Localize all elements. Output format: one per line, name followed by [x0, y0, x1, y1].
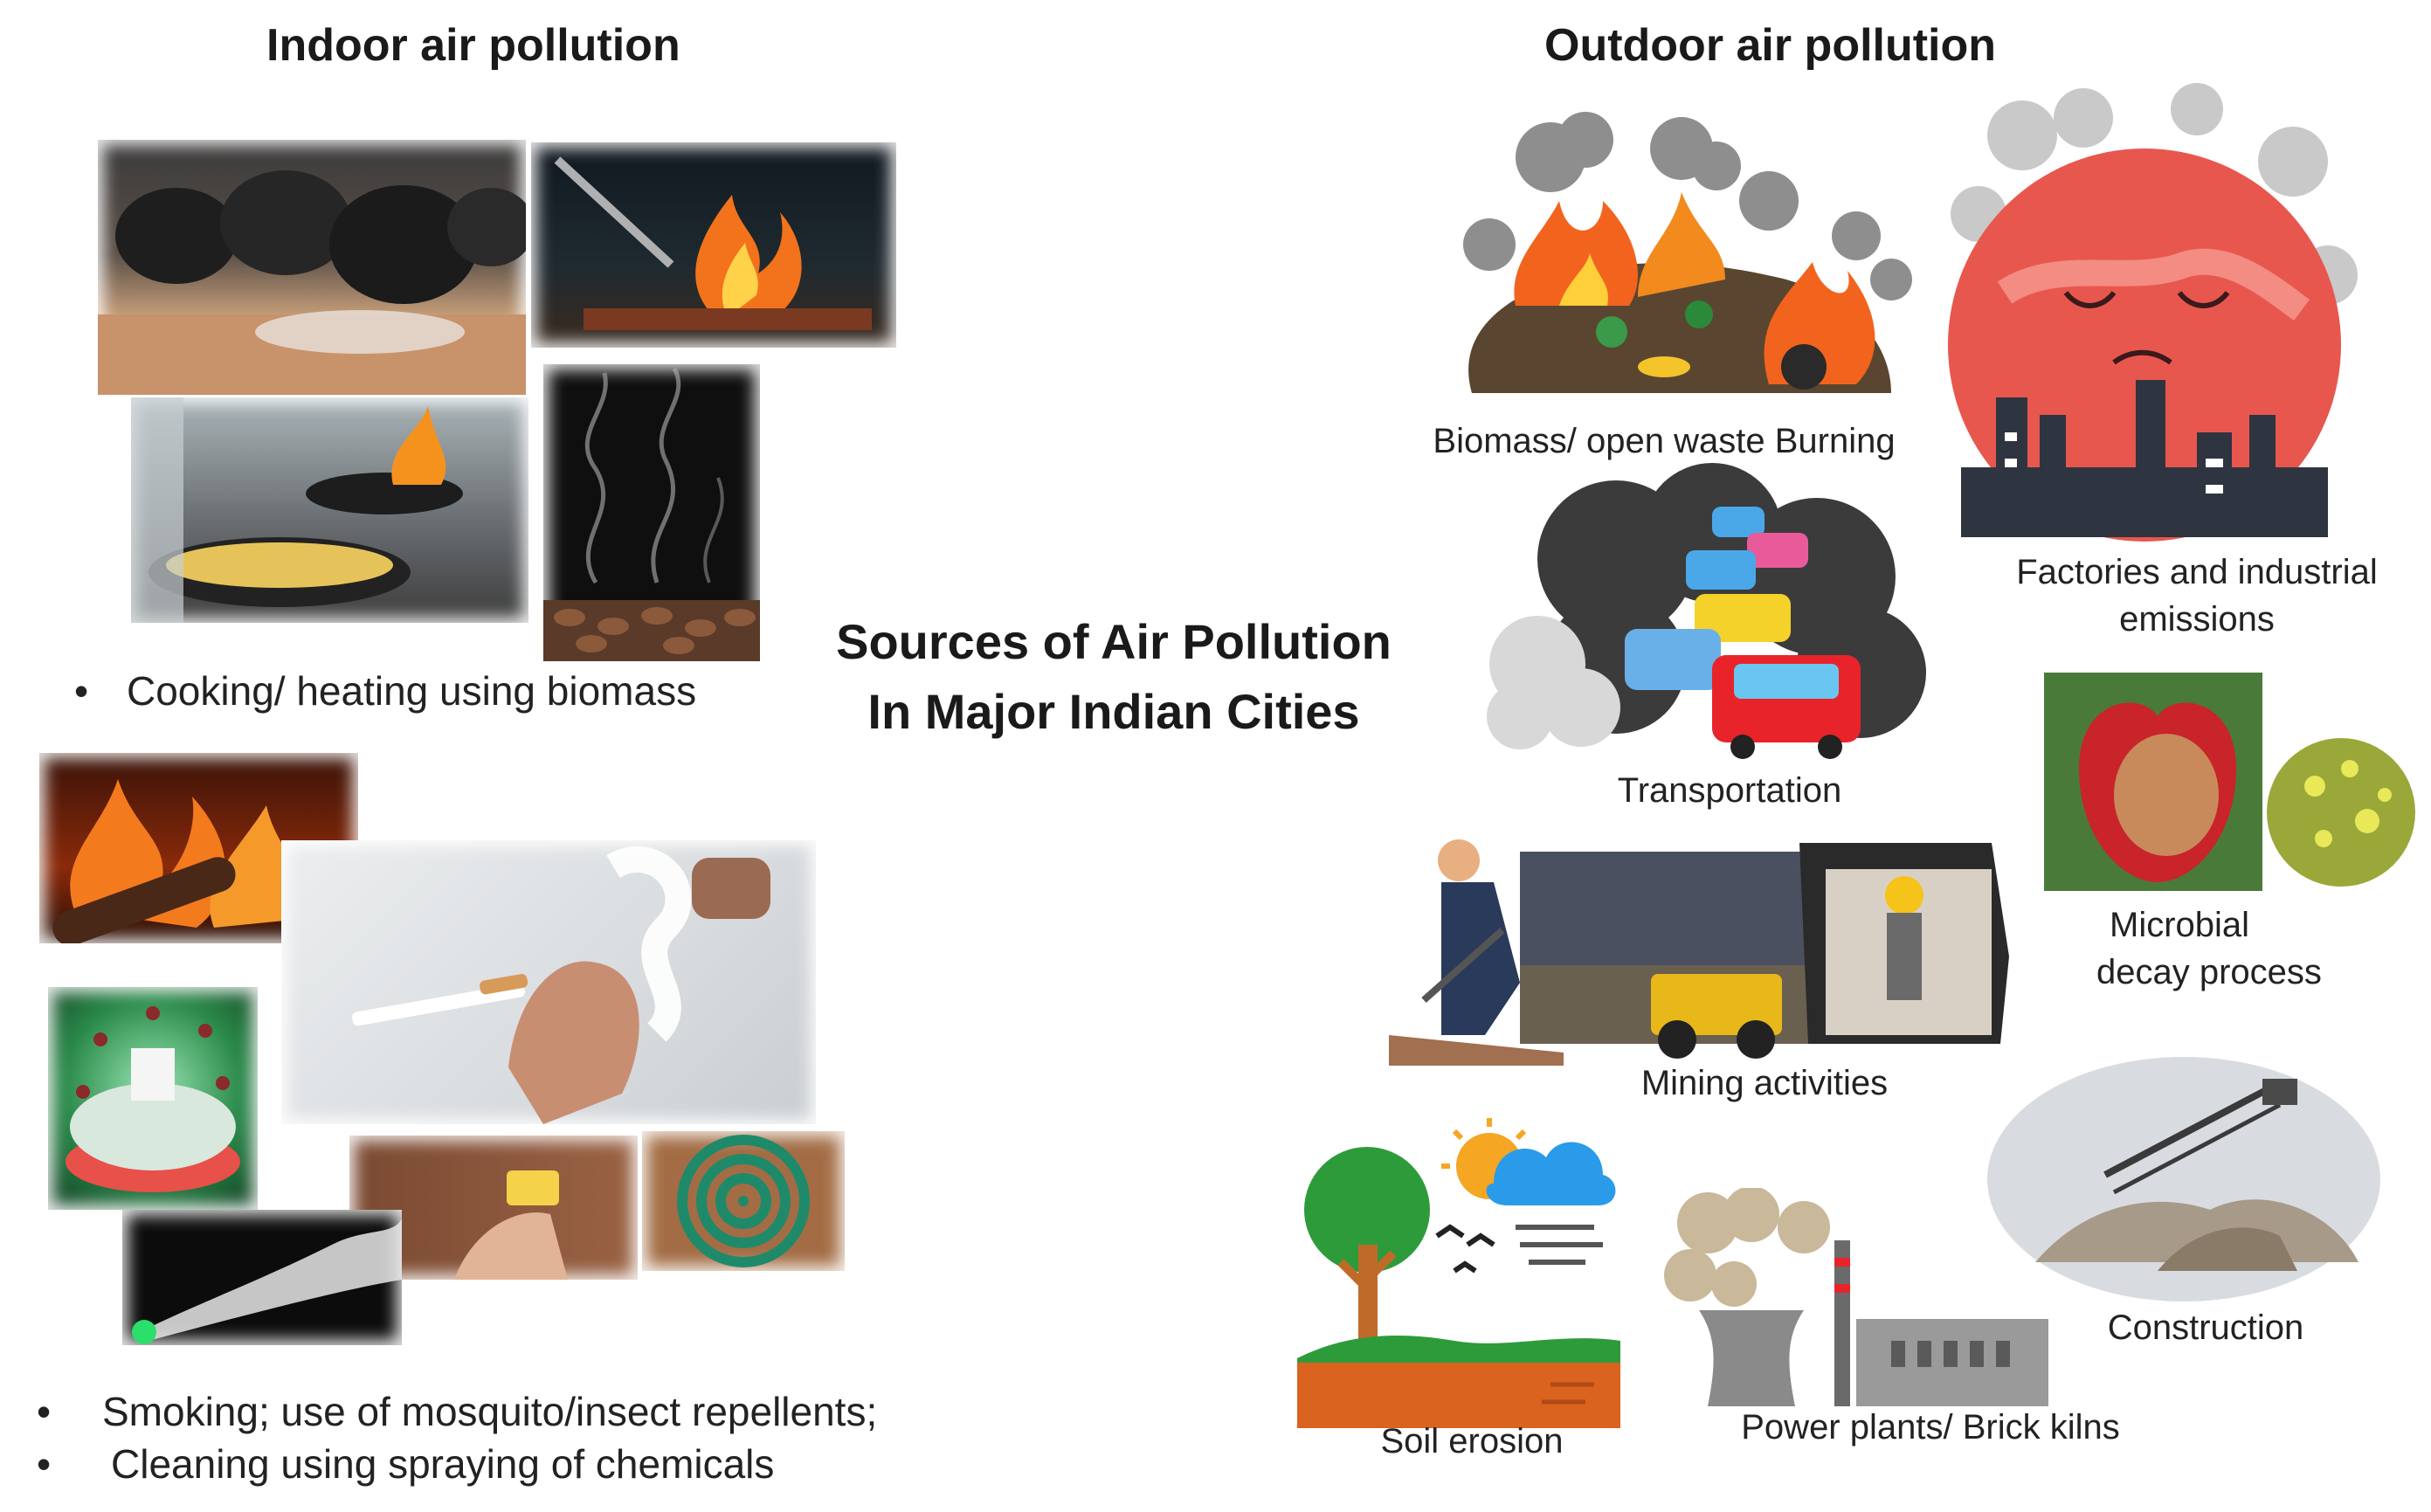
label-transportation: Transportation	[1617, 771, 1842, 810]
bullet-smoking-text: Smoking; use of mosquito/insect repellen…	[102, 1389, 878, 1434]
microbial-decay-illustration	[2044, 664, 2420, 908]
label-factories-line1: Factories and industrial	[2016, 553, 2378, 591]
power-plant-icon	[1664, 1188, 2048, 1406]
pots-on-fire-photo	[98, 140, 526, 395]
label-factories: Factories and industrial emissions	[1979, 549, 2415, 643]
label-mining: Mining activities	[1640, 1064, 1889, 1102]
label-factories-line2: emissions	[2119, 600, 2275, 639]
power-plant-illustration	[1655, 1188, 2057, 1415]
mosquito-coil-icon	[677, 1135, 810, 1267]
traffic-smoke-icon	[1487, 463, 1926, 759]
bullet-dot: •	[74, 668, 89, 714]
label-biomass: Biomass/ open waste Burning	[1433, 422, 1896, 460]
construction-illustration	[1983, 1053, 2385, 1306]
insect-repellent-photo	[48, 987, 258, 1210]
factories-planet-illustration	[1917, 83, 2372, 550]
wok-icon	[131, 397, 463, 623]
smoking-hand-photo	[281, 840, 816, 1124]
wok-cooking-photo	[131, 397, 528, 623]
polluted-planet-icon	[1948, 83, 2358, 542]
diagram-title: Sources of Air Pollution In Major Indian…	[786, 607, 1441, 747]
waste-fire-icon	[1463, 112, 1912, 393]
soil-erosion-icon	[1297, 1118, 1620, 1428]
flame-icon	[554, 156, 872, 330]
construction-icon	[1987, 1057, 2380, 1301]
mining-icon	[1389, 839, 2009, 1066]
transportation-illustration	[1485, 463, 1948, 760]
label-microbial: Microbial decay process	[2096, 901, 2411, 996]
label-soil-erosion: Soil erosion	[1380, 1422, 1564, 1460]
cigarette-icon	[352, 846, 770, 1124]
bullet-dot: •	[37, 1441, 52, 1487]
smoke-icon	[543, 367, 760, 661]
title-line-2: In Major Indian Cities	[867, 684, 1360, 739]
grill-fire-photo	[531, 142, 896, 348]
spray-icon	[132, 1219, 402, 1344]
bullet-dot: •	[37, 1389, 52, 1434]
repellent-icon	[66, 1006, 240, 1192]
soil-erosion-illustration	[1297, 1114, 1620, 1428]
biomass-burning-illustration	[1437, 105, 1926, 419]
label-microbial-line2: decay process	[2096, 953, 2322, 991]
bullet-cleaning-text: Cleaning using spraying of chemicals	[111, 1441, 775, 1487]
bullet-cooking: • Cooking/ heating using biomass	[74, 664, 696, 718]
bullet-cleaning: • Cleaning using spraying of chemicals	[37, 1437, 774, 1491]
sponge-icon	[454, 1170, 568, 1280]
rotten-apple-icon	[2044, 673, 2415, 891]
bullet-smoking: • Smoking; use of mosquito/insect repelle…	[37, 1384, 877, 1439]
mosquito-coil-photo	[642, 1131, 845, 1271]
label-microbial-line1: Microbial	[2110, 906, 2250, 944]
mining-illustration	[1389, 834, 2018, 1066]
cleaning-sponge-photo	[349, 1136, 638, 1280]
bullet-cooking-text: Cooking/ heating using biomass	[127, 668, 697, 714]
wood-flame-icon	[52, 779, 303, 943]
label-power-plants: Power plants/ Brick kilns	[1741, 1408, 2120, 1446]
label-construction: Construction	[2107, 1308, 2304, 1347]
indoor-heading: Indoor air pollution	[266, 20, 680, 71]
pots-icon	[98, 170, 526, 395]
title-line-1: Sources of Air Pollution	[836, 614, 1392, 669]
outdoor-heading: Outdoor air pollution	[1544, 20, 1997, 71]
roasting-smoke-photo	[543, 364, 760, 661]
chemical-spray-photo	[122, 1210, 402, 1345]
